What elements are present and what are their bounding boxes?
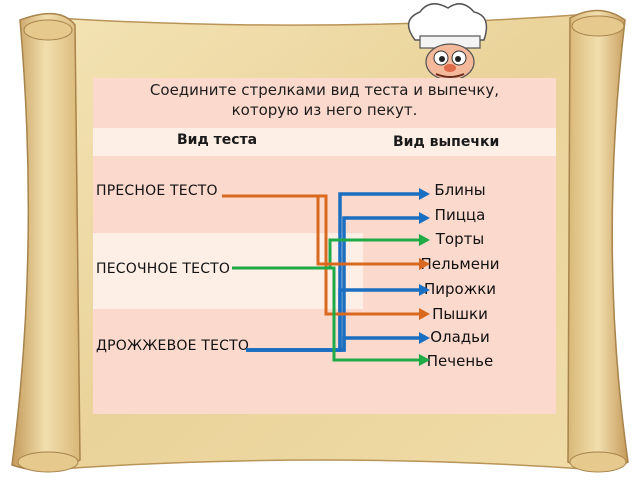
dough-label-yeast: ДРОЖЖЕВОЕ ТЕСТО — [96, 338, 250, 354]
pastry-label-oladi: Оладьи — [430, 328, 490, 346]
arrow-head-1 — [419, 212, 430, 224]
arrow-head-6 — [419, 332, 430, 344]
pastry-label-torty: Торты — [435, 230, 485, 248]
arrow-head-2 — [419, 234, 430, 246]
arrow-fresh-to-pastry-5 — [222, 194, 420, 316]
dough-label-fresh: ПРЕСНОЕ ТЕСТО — [96, 183, 218, 199]
task-title: Соедините стрелками вид теста и выпечку,… — [93, 80, 556, 120]
task-title-line-2: которую из него пекут. — [231, 101, 418, 119]
arrow-head-3 — [419, 258, 430, 270]
arrow-yeast-to-pastry-6 — [246, 336, 420, 352]
arrow-head-4 — [419, 284, 430, 296]
scroll-roll-left — [11, 12, 81, 472]
arrow-shortcrust-to-pastry-7 — [232, 266, 420, 362]
arrow-head-5 — [419, 308, 430, 320]
header-band — [93, 128, 556, 156]
arrow-head-0 — [419, 188, 430, 200]
arrow-fresh-to-pastry-3 — [222, 194, 420, 266]
pastry-label-pyshki: Пышки — [432, 305, 488, 323]
pastry-column-header: Вид выпечки — [393, 134, 500, 150]
pastry-label-pirozhki: Пирожки — [423, 280, 497, 298]
pastry-label-pechenye: Печенье — [426, 352, 494, 370]
pastry-label-pizza: Пицца — [434, 206, 486, 224]
task-title-line-1: Соедините стрелками вид теста и выпечку, — [149, 81, 500, 99]
arrow-head-7 — [419, 354, 430, 366]
dough-label-shortcrust: ПЕСОЧНОЕ ТЕСТО — [96, 261, 231, 277]
dough-column-header: Вид теста — [177, 132, 258, 148]
pastry-label-pelmeni: Пельмени — [420, 255, 500, 273]
pastry-label-bliny: Блины — [434, 181, 486, 199]
